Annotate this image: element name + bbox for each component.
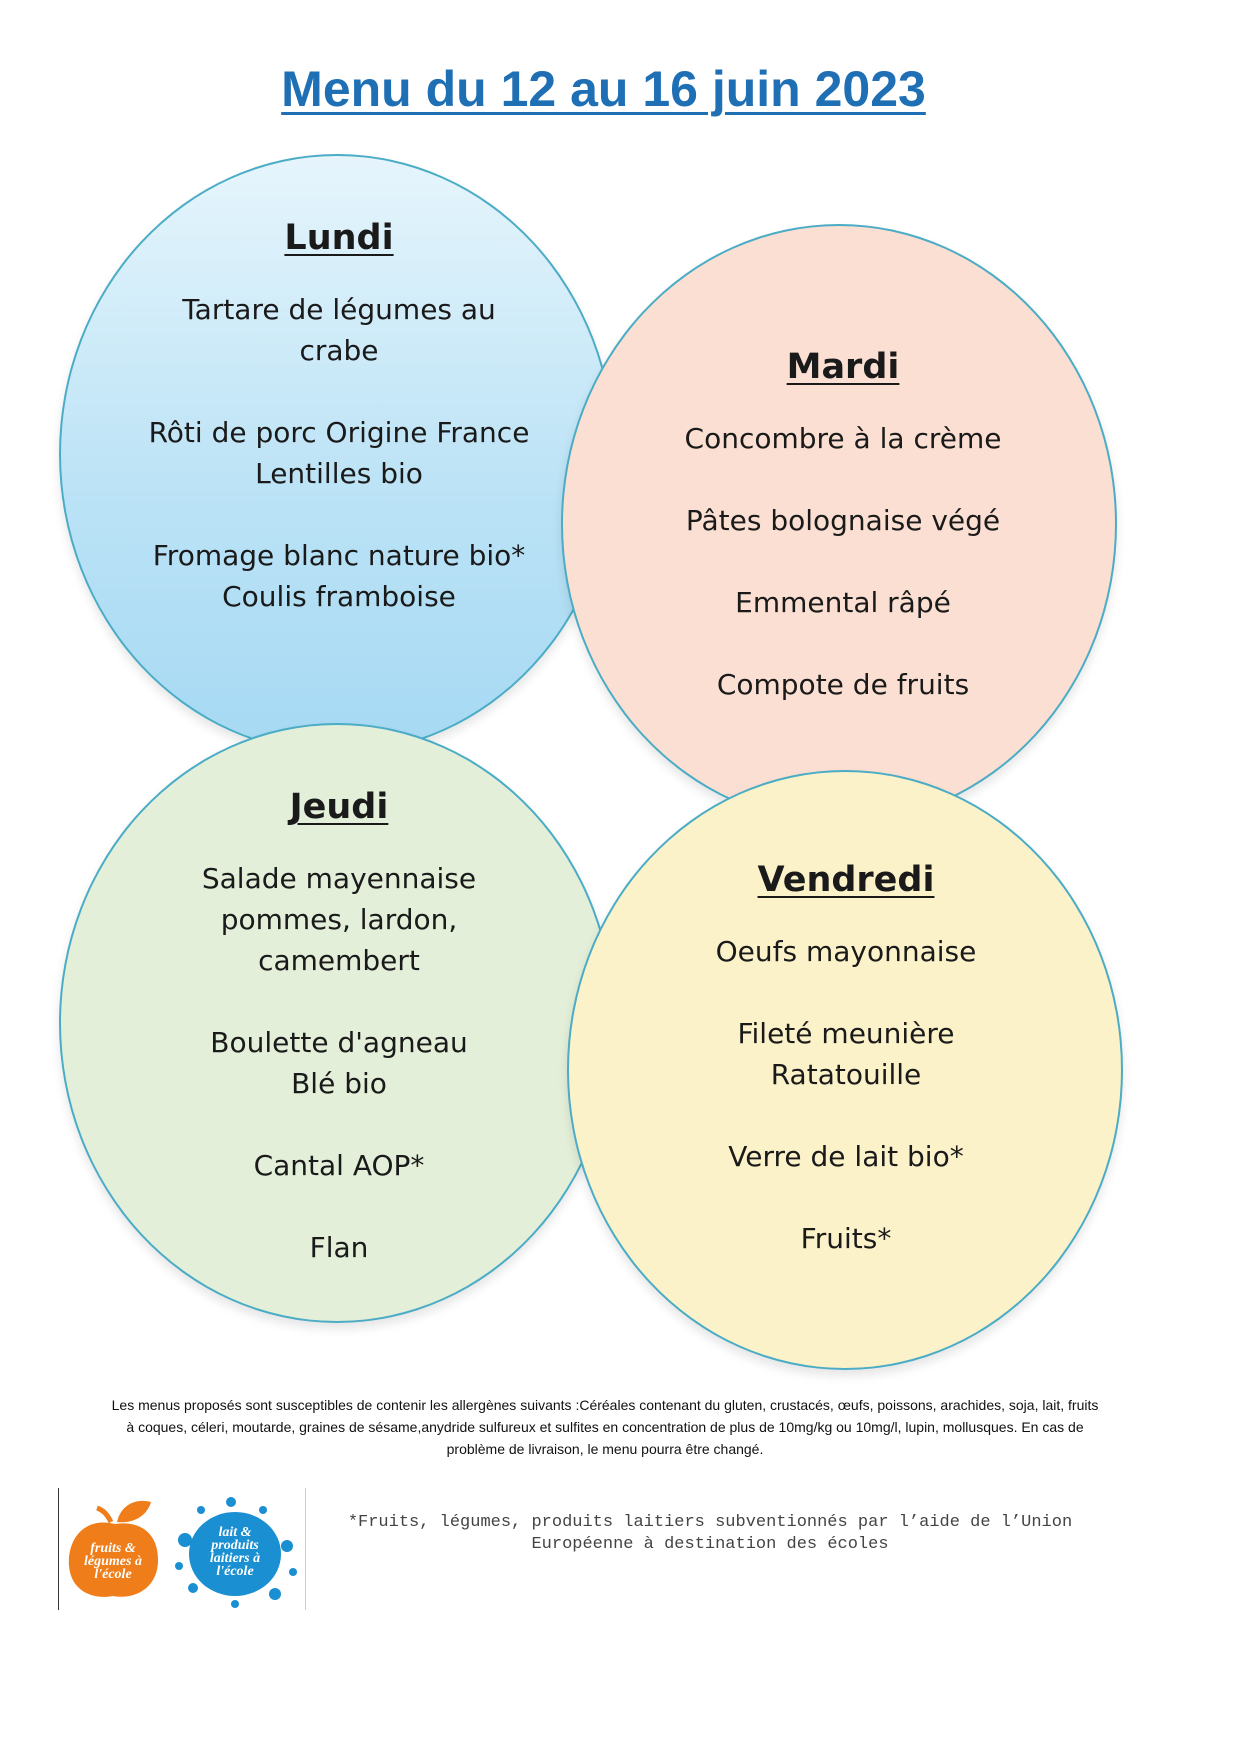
jeudi-circle: [59, 723, 615, 1323]
lait-logo-text: lait & produits laitiers à l'école: [209, 1525, 261, 1579]
menu-item: Lentilles bio: [255, 457, 423, 490]
eu-subsidy-footnote: *Fruits, légumes, produits laitiers subv…: [310, 1512, 1110, 1556]
menu-item: Fileté meunière: [737, 1017, 955, 1050]
menu-item: Concombre à la crème: [684, 422, 1002, 455]
menu-item: Rôti de porc Origine France: [148, 416, 530, 449]
vendredi-menu: Vendredi Oeufs mayonnaise Fileté meunièr…: [646, 860, 1046, 1300]
menu-item: Verre de lait bio*: [728, 1140, 964, 1173]
day-heading-lundi: Lundi: [284, 218, 394, 258]
footnote-line: *Fruits, légumes, produits laitiers subv…: [347, 1513, 1073, 1532]
day-heading-vendredi: Vendredi: [757, 860, 935, 900]
jeudi-menu: Jeudi Salade mayennaise pommes, lardon, …: [139, 787, 539, 1309]
allergen-line: problème de livraison, le menu pourra êt…: [446, 1441, 764, 1457]
day-heading-mardi: Mardi: [786, 347, 900, 387]
logo-area: fruits & légumes à l'école lait & produi…: [58, 1488, 306, 1610]
menu-item: Emmental râpé: [735, 586, 951, 619]
menu-item: Fruits*: [800, 1222, 892, 1255]
allergen-line: à coques, céleri, moutarde, graines de s…: [126, 1419, 1084, 1435]
allergen-notice: Les menus proposés sont susceptibles de …: [60, 1394, 1150, 1460]
page-title: Menu du 12 au 16 juin 2023: [281, 61, 926, 117]
fruits-legumes-logo: fruits & légumes à l'école: [63, 1496, 163, 1606]
mardi-circle: [561, 224, 1117, 824]
menu-item: Blé bio: [291, 1067, 387, 1100]
menu-item: Cantal AOP*: [253, 1149, 425, 1182]
day-heading-jeudi: Jeudi: [289, 787, 389, 827]
menu-item: Flan: [309, 1231, 369, 1264]
lundi-menu: Lundi Tartare de légumes au crabe Rôti d…: [139, 218, 539, 658]
allergen-line: Les menus proposés sont susceptibles de …: [111, 1397, 1099, 1413]
lundi-circle: [59, 154, 615, 754]
menu-item: Oeufs mayonnaise: [715, 935, 977, 968]
menu-item: Tartare de légumes au crabe: [182, 293, 496, 367]
vendredi-circle: [567, 770, 1123, 1370]
menu-item: Pâtes bolognaise végé: [685, 504, 1001, 537]
menu-item: Salade mayennaise pommes, lardon, camemb…: [201, 862, 477, 977]
footnote-line: Européenne à destination des écoles: [531, 1535, 889, 1554]
menu-item: Fromage blanc nature bio*: [152, 539, 526, 572]
menu-item: Coulis framboise: [222, 580, 456, 613]
menu-item: Ratatouille: [770, 1058, 922, 1091]
menu-item: Compote de fruits: [716, 668, 970, 701]
mardi-menu: Mardi Concombre à la crème Pâtes bologna…: [643, 347, 1043, 746]
menu-item: Boulette d'agneau: [210, 1026, 468, 1059]
lait-produits-laitiers-logo: lait & produits laitiers à l'école: [171, 1496, 299, 1612]
fruits-logo-text: fruits & légumes à l'école: [84, 1541, 142, 1582]
